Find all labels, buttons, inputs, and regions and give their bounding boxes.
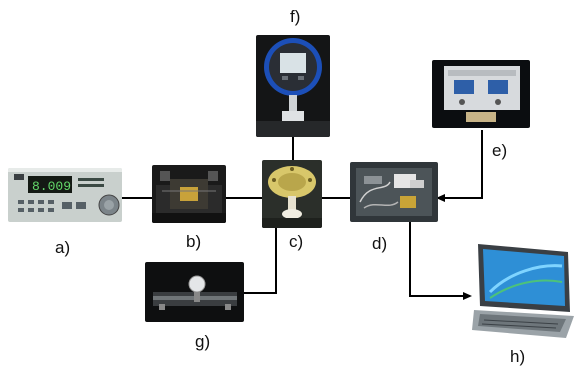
arrow-e-d: [436, 130, 483, 202]
label-a: a): [55, 238, 71, 257]
label-b: b): [186, 232, 202, 251]
label-g: g): [195, 332, 211, 351]
label-f: f): [290, 7, 301, 26]
label-c: c): [289, 232, 304, 251]
instrument-photo-a: 8.009: [8, 168, 122, 222]
arrow-d-h: [409, 222, 472, 300]
label-e: e): [492, 141, 508, 160]
fixture-photo-b: [152, 165, 226, 223]
measurement-photo-d: [350, 162, 438, 222]
wire-c-g: [244, 228, 277, 294]
instrument-display-text: 8.009: [32, 179, 71, 194]
pressure-gauge-photo-f: [256, 35, 330, 137]
gauge-rail-photo-g: [145, 262, 244, 322]
label-h: h): [510, 347, 526, 366]
cell-photo-c: [262, 160, 322, 228]
label-d: d): [372, 234, 388, 253]
laptop-image-h: [470, 242, 582, 342]
power-supply-photo-e: [432, 60, 530, 128]
